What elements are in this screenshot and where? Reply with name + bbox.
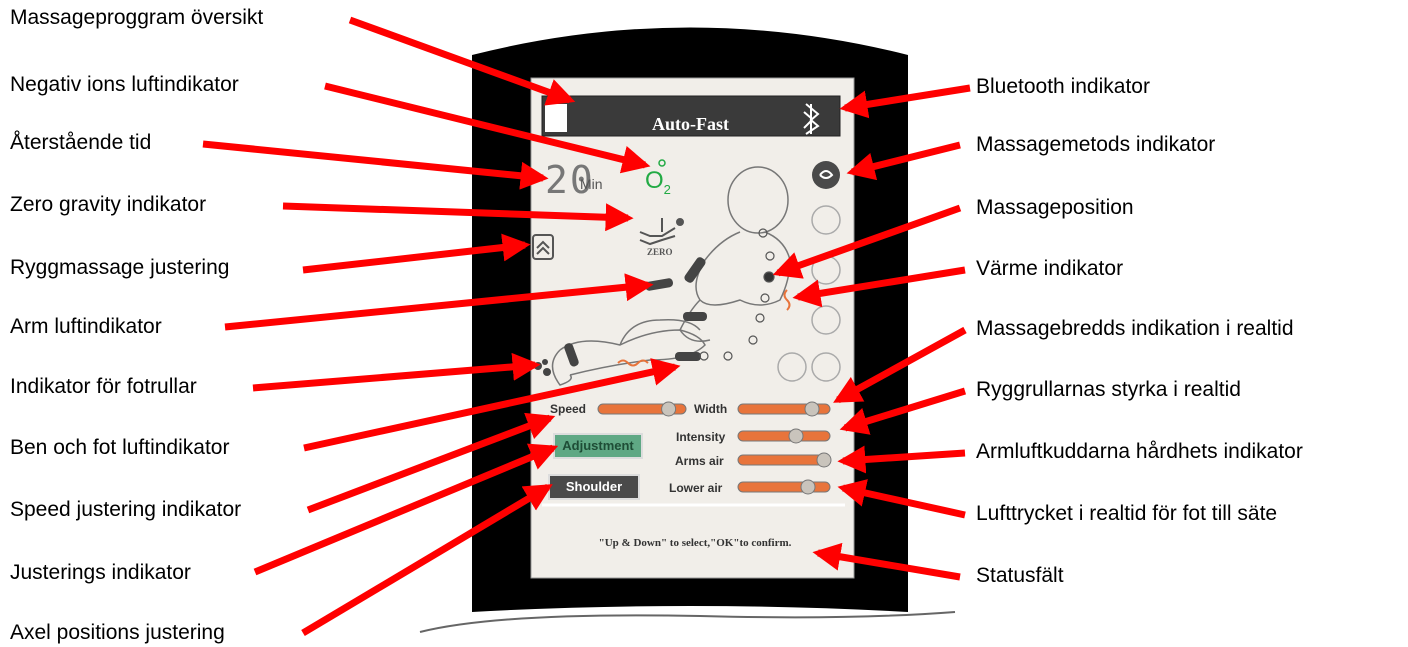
arrow-foot-air-pressure (843, 488, 965, 515)
arrow-massage-position (778, 208, 960, 273)
arrow-shoulder-adjust (303, 487, 548, 633)
arrow-zero-gravity (283, 206, 628, 218)
arrow-foot-rollers (253, 365, 535, 388)
arrow-status-bar (818, 553, 960, 577)
arrow-roller-intensity (845, 391, 965, 428)
arrow-arm-airbag (843, 453, 965, 461)
arrow-back-massage (303, 245, 525, 270)
arrow-negative-ion (325, 86, 645, 165)
arrow-massage-width (838, 330, 965, 400)
arrow-bluetooth (845, 88, 970, 108)
arrow-heat (798, 270, 965, 297)
arrow-program-overview (350, 20, 570, 100)
arrow-arm-air (225, 285, 648, 327)
arrow-massage-method (852, 145, 960, 172)
arrow-remaining-time (203, 144, 543, 178)
